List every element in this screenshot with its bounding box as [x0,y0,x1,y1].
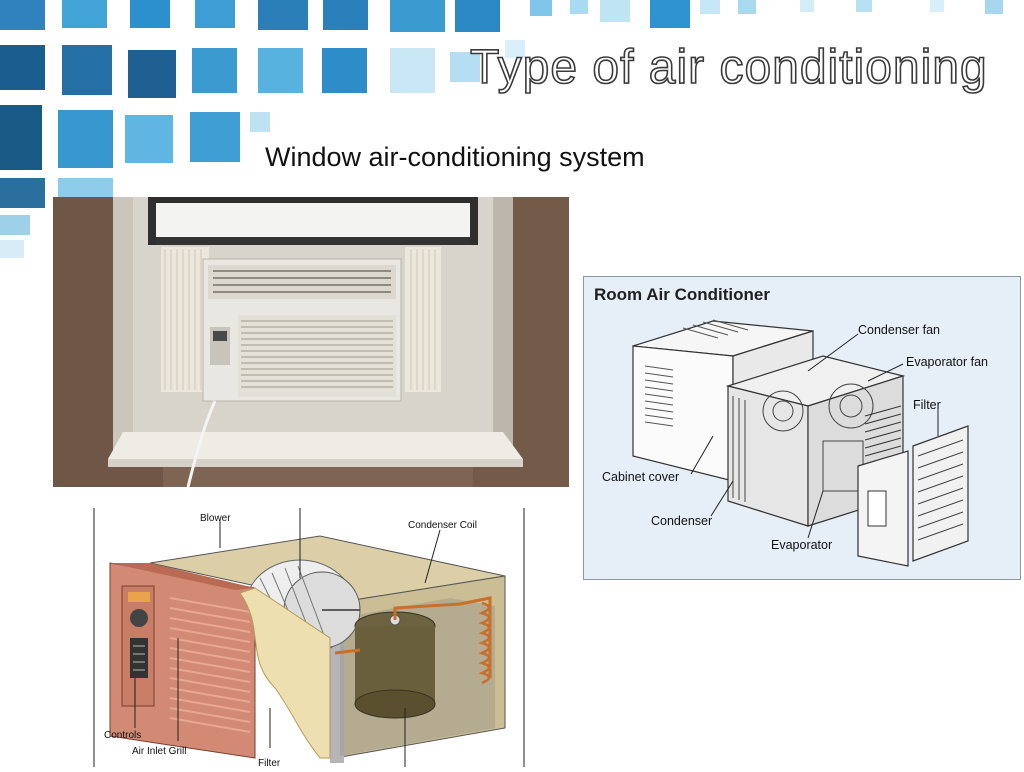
label-condenser: Condenser [651,514,712,528]
room-ac-diagram: Room Air Conditioner [583,276,1021,580]
label-cabinet-cover: Cabinet cover [602,470,679,484]
slide-title: Type of air conditioning [470,40,1010,95]
window-ac-photo [53,197,569,487]
label-evaporator: Evaporator [771,538,832,552]
label-blower: Blower [200,513,231,524]
label-evaporator-fan: Evaporator fan [906,355,988,369]
room-ac-heading: Room Air Conditioner [594,285,770,304]
label-cutaway-filter: Filter [258,758,281,767]
label-condenser-fan: Condenser fan [858,323,940,337]
slide-subtitle: Window air-conditioning system [265,142,645,173]
label-controls: Controls [104,730,141,741]
ac-cutaway-diagram: Blower Condenser Coil Controls Air Inlet… [90,508,530,767]
label-air-inlet-grill: Air Inlet Grill [132,746,186,757]
label-filter: Filter [913,398,941,412]
label-condenser-coil: Condenser Coil [408,520,477,531]
